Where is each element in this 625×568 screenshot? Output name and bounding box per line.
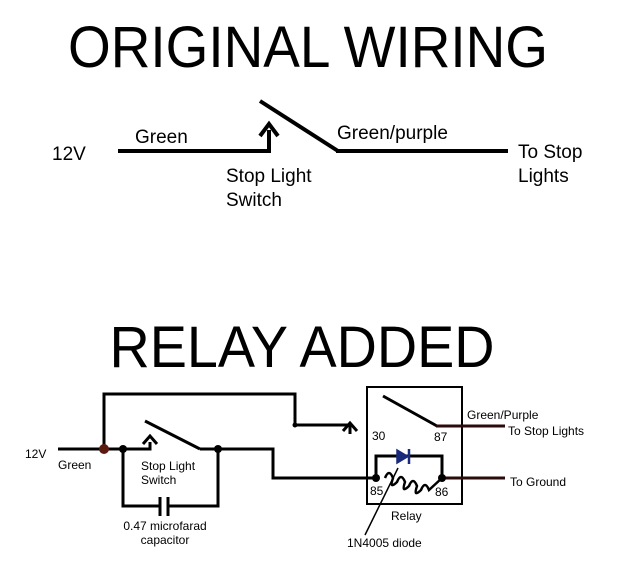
pin-87-label: 87: [434, 430, 448, 444]
pin-85-dot: [372, 474, 380, 482]
pin-86-dot: [438, 474, 446, 482]
relay-feed-wire: [102, 392, 352, 449]
relay-added-title: RELAY ADDED: [110, 315, 495, 380]
original-switch-label-2: Switch: [226, 190, 282, 211]
relay-contact-arrow-icon: [341, 420, 359, 432]
pin-30-label: 30: [372, 429, 386, 443]
junction-dot: [292, 422, 298, 428]
original-dest-label-1: To Stop: [518, 142, 582, 163]
switch-contact-arrow-icon: [141, 433, 159, 445]
relay-label: Relay: [391, 509, 422, 523]
original-12v-label: 12V: [52, 144, 86, 165]
pin-85-label: 85: [370, 484, 384, 498]
diode-pointer-line: [364, 467, 399, 536]
original-wiring-title: ORIGINAL WIRING: [68, 15, 548, 80]
original-green-label: Green: [135, 127, 188, 148]
original-green-purple-label: Green/purple: [337, 123, 448, 144]
input-junction-dot: [99, 444, 109, 454]
pin-86-label: 86: [435, 485, 449, 499]
diode-label: 1N4005 diode: [347, 536, 422, 550]
relay-switch-label-1: Stop Light: [141, 459, 196, 473]
original-green-wire: [118, 130, 271, 153]
original-dest-label-2: Lights: [518, 166, 569, 187]
original-switch-label-1: Stop Light: [226, 166, 312, 187]
relay-output-dest-label: To Stop Lights: [508, 424, 584, 438]
relay-switch-blade: [382, 394, 438, 428]
ground-label: To Ground: [510, 475, 566, 489]
diode-icon: [396, 448, 410, 465]
relay-12v-label: 12V: [25, 447, 46, 461]
capacitor-label-2: capacitor: [141, 533, 190, 547]
capacitor-label-1: 0.47 microfarad: [123, 519, 206, 533]
relay-switch-blade: [144, 419, 201, 451]
original-switch-blade: [258, 99, 340, 153]
capacitor-right-wire: [168, 449, 220, 508]
relay-coil-feed-wire: [200, 447, 378, 480]
relay-box: [366, 386, 463, 505]
relay-input-wire: [58, 442, 152, 451]
capacitor-left-wire: [121, 449, 159, 508]
relay-output-wire-label: Green/Purple: [467, 408, 539, 422]
switch-contact-arrow-icon: [258, 120, 280, 138]
relay-green-label: Green: [58, 458, 91, 472]
relay-switch-label-2: Switch: [141, 473, 176, 487]
